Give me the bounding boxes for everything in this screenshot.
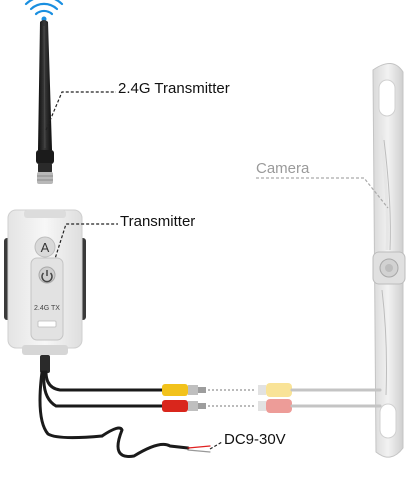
model-text: 2.4G TX: [34, 305, 60, 312]
a-button: A: [34, 236, 56, 258]
label-2-4g-transmitter: 2.4G Transmitter: [118, 80, 230, 97]
leader-power: [209, 441, 223, 450]
camera-plate-frame: [372, 63, 406, 458]
video-plug-yellow: [162, 384, 206, 396]
label-transmitter: Transmitter: [120, 213, 196, 230]
a-button-letter: A: [41, 240, 50, 255]
leader-transmitter-24g: [45, 91, 116, 131]
power-plug-red: [162, 400, 206, 412]
label-dc-voltage: DC9-30V: [224, 431, 286, 448]
camera-video-plug: [258, 383, 292, 397]
camera-power-plug: [258, 399, 292, 413]
power-button-icon: [41, 270, 53, 283]
wifi-signal-icon: [24, 0, 64, 16]
front-panel: 2.4G TX: [30, 257, 64, 341]
leader-camera: [256, 177, 389, 209]
label-camera: Camera: [256, 160, 310, 177]
camera-cables: [290, 388, 382, 408]
transmitter-cables: [38, 355, 190, 458]
antenna: [36, 20, 54, 184]
dc-power-wires: [187, 445, 211, 453]
